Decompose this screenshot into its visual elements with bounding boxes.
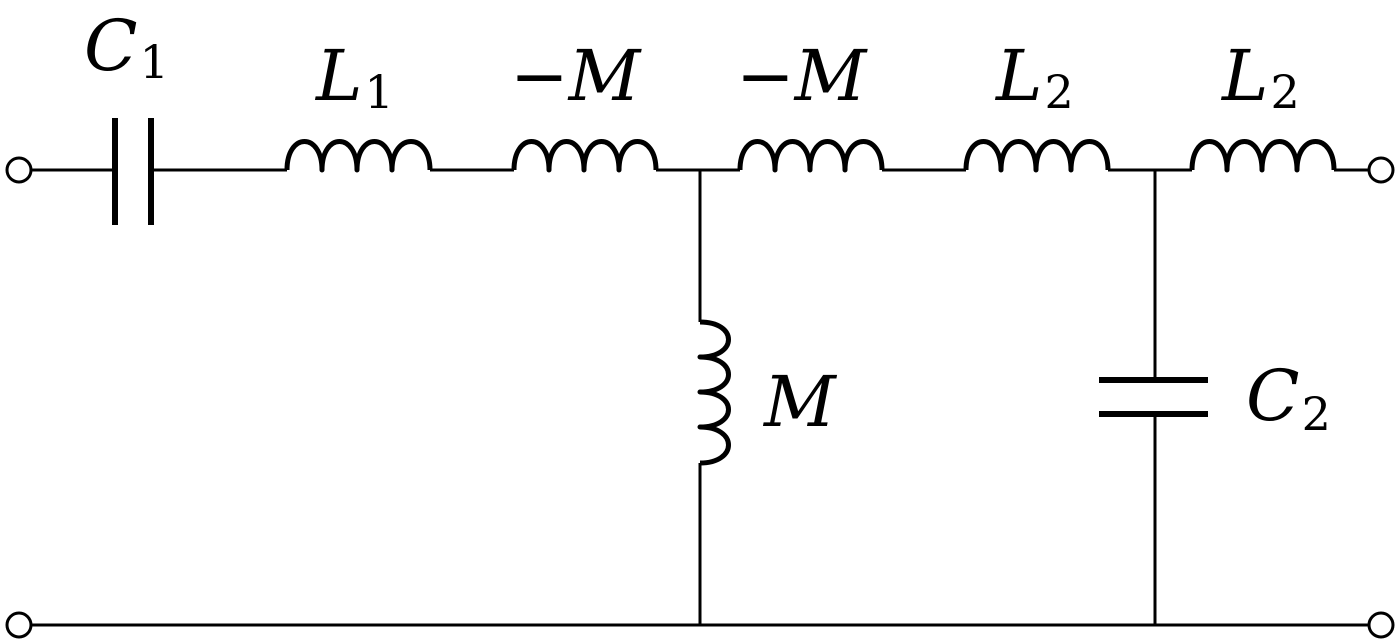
inductor-l2-a (963, 139, 1111, 173)
label-neg-m-2: −M (736, 35, 869, 117)
inductor-m-shunt (697, 319, 731, 466)
label-l2-a: L2 (994, 35, 1074, 119)
inductor-l2-b (1189, 139, 1337, 173)
inductor-neg-m-1 (511, 139, 659, 173)
terminal-top-left (5, 156, 33, 184)
label-m-shunt: M (762, 361, 838, 443)
label-l2-b: L2 (1220, 35, 1300, 119)
terminal-bottom-right (1367, 611, 1395, 639)
inductor-l1 (284, 139, 433, 173)
shunt-wires (698, 170, 1157, 625)
capacitor-c2 (1099, 377, 1208, 417)
label-c2: C2 (1246, 355, 1331, 441)
label-l1: L1 (314, 35, 394, 119)
label-neg-m-1: −M (510, 35, 643, 117)
terminal-top-right (1367, 156, 1395, 184)
capacitor-c1 (112, 118, 154, 225)
label-c1: C1 (84, 5, 169, 89)
terminal-bottom-left (5, 611, 33, 639)
inductor-neg-m-2 (737, 139, 885, 173)
